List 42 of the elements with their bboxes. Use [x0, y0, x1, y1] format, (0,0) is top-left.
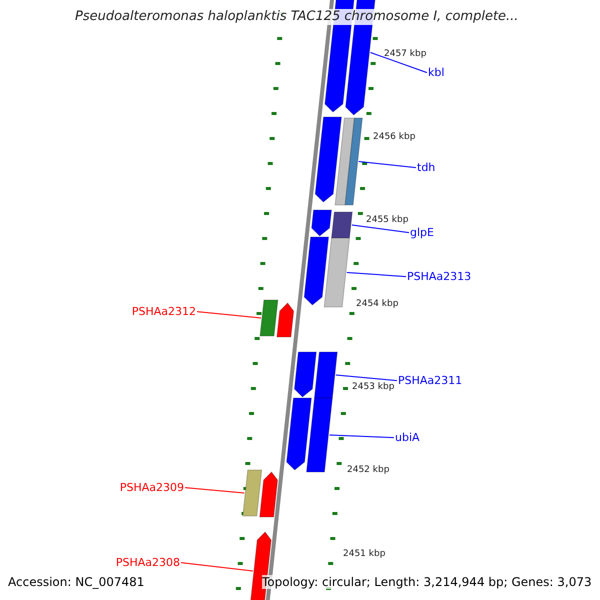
leader-line	[196, 311, 262, 318]
leader-line	[358, 161, 416, 168]
scale-label: 2455 kbp	[366, 215, 408, 226]
gene-label: ubiA	[395, 431, 420, 444]
gene-label: glpE	[410, 226, 434, 240]
gene-block	[324, 238, 350, 308]
leader-line	[335, 374, 398, 382]
scale-label: 2452 kbp	[347, 465, 390, 476]
gene-label: PSHAa2311	[398, 374, 462, 388]
leader-line	[370, 52, 428, 74]
gene-label: PSHAa2309	[120, 481, 184, 494]
gene-block	[331, 212, 353, 238]
footer-text: Topology: circular; Length: 3,214,944 bp; Genes: 3,073	[262, 575, 592, 590]
gene-block	[314, 352, 338, 398]
leader-line	[184, 487, 245, 494]
pointed-gene-block	[294, 352, 317, 398]
pointed-gene-block	[314, 116, 342, 203]
leader-line	[328, 434, 394, 438]
pointed-gene-block	[311, 210, 332, 237]
footer-text: Accession: NC_007481	[8, 575, 144, 590]
gene-label: PSHAa2313	[407, 270, 472, 284]
pointed-gene-block	[286, 398, 312, 471]
scale-label: 2454 kbp	[356, 299, 398, 310]
gene-block	[306, 398, 333, 472]
pointed-gene-block	[259, 471, 278, 518]
gene-block	[242, 470, 262, 516]
leader-line	[346, 272, 406, 278]
scale-label: 2453 kbp	[352, 382, 394, 393]
scale-label: 2457 kbp	[384, 49, 426, 60]
leader-line	[351, 224, 410, 234]
gene-block	[260, 300, 278, 336]
gene-block	[344, 118, 363, 206]
gene-label: PSHAa2312	[132, 305, 196, 318]
gene-label: PSHAa2308	[116, 556, 180, 570]
gene-label: kbl	[428, 66, 444, 80]
scale-label: 2456 kbp	[373, 132, 416, 143]
scale-label: 2451 kbp	[343, 549, 386, 560]
pointed-gene-block	[276, 302, 294, 338]
leader-line	[180, 562, 254, 572]
map-title: Pseudoalteromonas haloplanktis TAC125 chromosome I, complete...	[75, 9, 518, 25]
gene-label: tdh	[417, 161, 436, 174]
gene-block	[334, 118, 355, 206]
